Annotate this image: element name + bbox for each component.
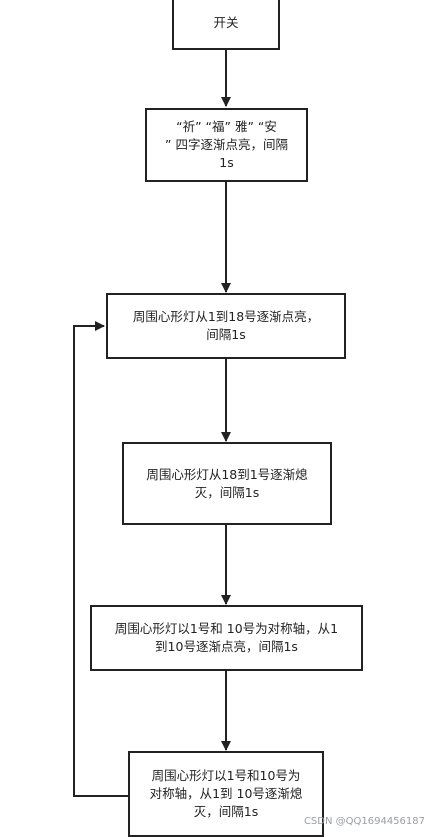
edge-step5-loop-to-step2 — [73, 321, 128, 797]
node-step1: “祈” “福” 雅” “安 ” 四字逐渐点亮，间隔 1s — [145, 108, 308, 182]
node-step2: 周围心形灯从1到18号逐渐点亮， 间隔1s — [106, 293, 346, 359]
node-switch: 开关 — [172, 0, 280, 50]
node-step2-label: 周围心形灯从1到18号逐渐点亮， 间隔1s — [132, 309, 320, 342]
node-step4-label: 周围心形灯以1号和 10号为对称轴，从1 到10号逐渐点亮，间隔1s — [114, 621, 339, 654]
node-step1-label: “祈” “福” 雅” “安 ” 四字逐渐点亮，间隔 1s — [165, 119, 288, 170]
node-step5: 周围心形灯以1号和10号为 对称轴，从1到 10号逐渐熄 灭，间隔1s — [128, 751, 324, 837]
node-step5-label: 周围心形灯以1号和10号为 对称轴，从1到 10号逐渐熄 灭，间隔1s — [149, 768, 303, 819]
node-step4: 周围心形灯以1号和 10号为对称轴，从1 到10号逐渐点亮，间隔1s — [90, 605, 363, 671]
node-step3: 周围心形灯从18到1号逐渐熄 灭，间隔1s — [122, 442, 332, 525]
node-step3-label: 周围心形灯从18到1号逐渐熄 灭，间隔1s — [146, 466, 308, 500]
node-switch-label: 开关 — [213, 15, 239, 30]
watermark-text: CSDN @QQ1694456187 — [303, 816, 425, 827]
